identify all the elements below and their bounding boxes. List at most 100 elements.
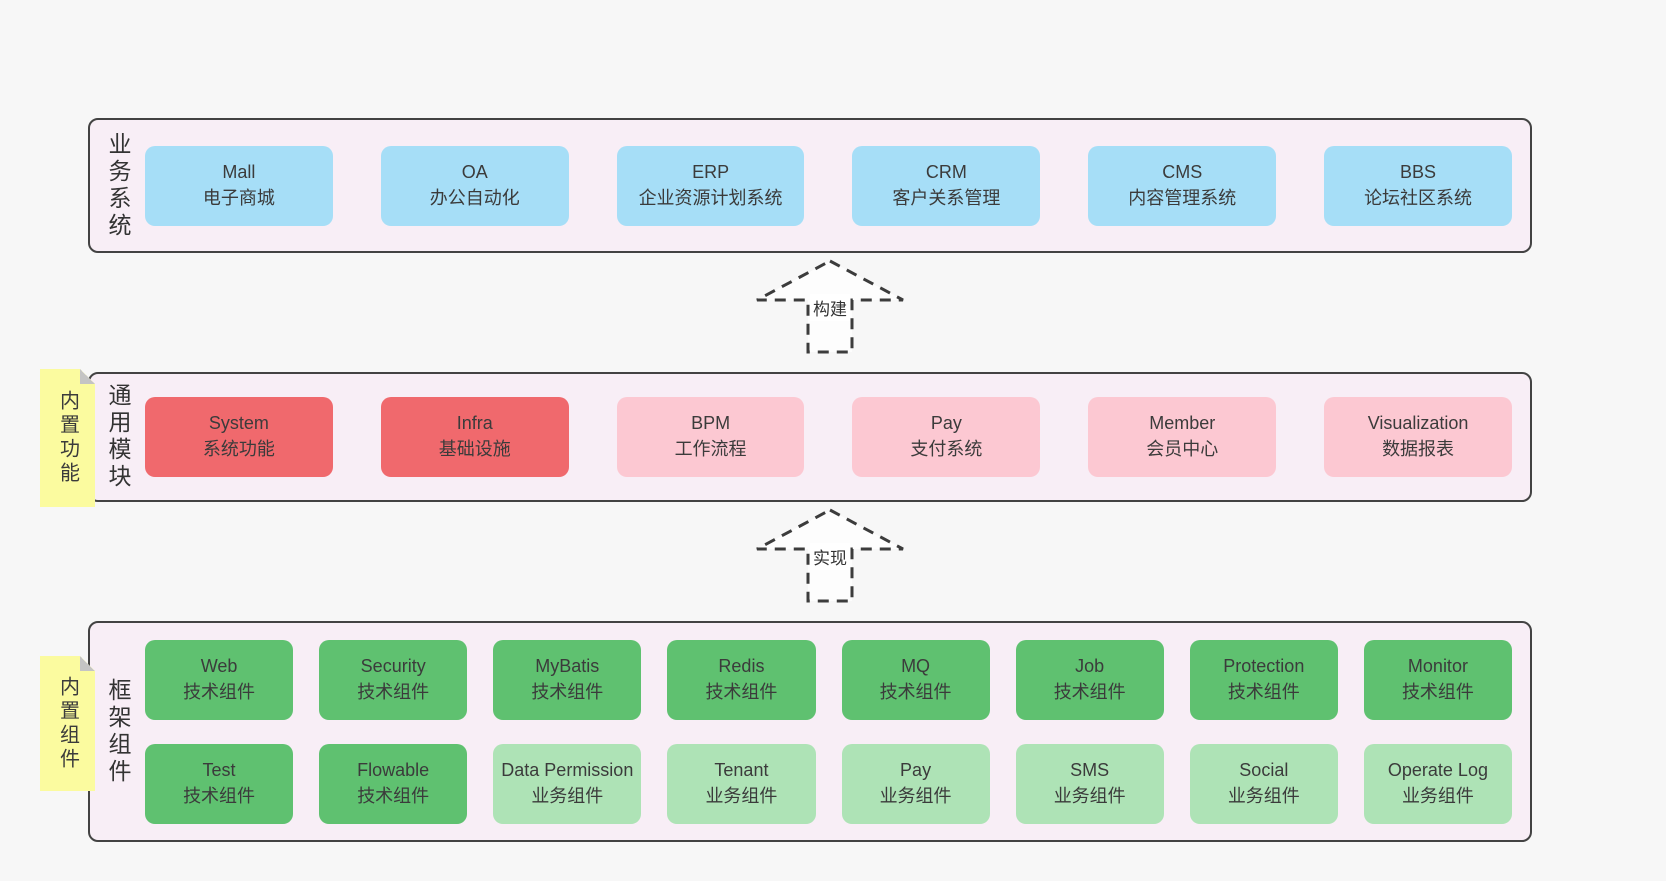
component-box-social: Social 业务组件 <box>1189 743 1338 824</box>
box-subtitle: 电子商城 <box>202 187 275 208</box>
box-title: Job <box>1075 655 1105 676</box>
box-title: Security <box>360 655 426 676</box>
box-subtitle: 内容管理系统 <box>1128 187 1237 208</box>
box-title: CRM <box>925 161 967 182</box>
box-subtitle: 数据报表 <box>1382 439 1455 459</box>
box-title: Tenant <box>714 759 769 780</box>
box-title: Web <box>200 655 238 676</box>
sticky-note-label: 内置功能 <box>56 390 79 486</box>
box-subtitle: 业务组件 <box>1227 785 1300 806</box>
box-subtitle: 技术组件 <box>357 681 430 702</box>
component-box-mq: MQ 技术组件 <box>841 639 990 720</box>
common-modules-boxes: System 系统功能 Infra 基础设施 BPM 工作流程 Pay 支付系统… <box>145 397 1530 477</box>
common-modules-label: 通用模块 <box>105 383 131 491</box>
component-box-data-permission: Data Permission 业务组件 <box>493 743 642 824</box>
box-subtitle: 技术组件 <box>1053 681 1126 702</box>
component-box-web: Web 技术组件 <box>145 639 294 720</box>
box-title: Monitor <box>1407 655 1468 676</box>
box-subtitle: 办公自动化 <box>429 187 520 208</box>
component-box-security: Security 技术组件 <box>319 639 468 720</box>
box-subtitle: 技术组件 <box>705 681 778 702</box>
box-title: Data Permission <box>501 759 634 780</box>
box-title: System <box>208 413 269 434</box>
box-title: Member <box>1149 413 1216 434</box>
box-title: Social <box>1239 759 1289 780</box>
box-title: Infra <box>456 413 493 434</box>
component-box-protection: Protection 技术组件 <box>1189 639 1338 720</box>
box-title: OA <box>461 161 488 182</box>
box-subtitle: 技术组件 <box>531 681 604 702</box>
module-box-erp: ERP 企业资源计划系统 <box>616 145 805 226</box>
build-arrow: 构建 <box>755 259 905 354</box>
box-subtitle: 系统功能 <box>202 439 275 459</box>
box-subtitle: 技术组件 <box>1227 681 1300 702</box>
component-box-pay: Pay 业务组件 <box>841 743 990 824</box>
module-box-visualization: Visualization 数据报表 <box>1324 397 1512 477</box>
box-subtitle: 技术组件 <box>879 681 952 702</box>
box-subtitle: 会员中心 <box>1146 439 1219 459</box>
box-title: Flowable <box>357 759 430 780</box>
box-subtitle: 业务组件 <box>705 785 778 806</box>
box-title: Mall <box>222 161 256 182</box>
framework-components-label: 框架组件 <box>105 677 131 786</box>
box-title: Visualization <box>1367 413 1469 434</box>
business-systems-label: 业务系统 <box>105 131 131 240</box>
module-box-system: System 系统功能 <box>145 397 333 477</box>
component-box-redis: Redis 技术组件 <box>667 639 816 720</box>
module-box-mall: Mall 电子商城 <box>145 145 333 226</box>
box-subtitle: 技术组件 <box>1401 681 1474 702</box>
box-title: CMS <box>1162 161 1203 182</box>
box-subtitle: 业务组件 <box>879 785 952 806</box>
build-arrow-label: 构建 <box>810 294 850 321</box>
module-box-pay: Pay 支付系统 <box>852 397 1041 477</box>
framework-components-boxes: Web 技术组件 Security 技术组件 MyBatis 技术组件 Redi… <box>145 639 1530 824</box>
box-title: BPM <box>691 413 731 434</box>
module-box-bbs: BBS 论坛社区系统 <box>1324 145 1512 226</box>
module-box-member: Member 会员中心 <box>1088 397 1277 477</box>
box-title: BBS <box>1400 161 1437 182</box>
component-box-flowable: Flowable 技术组件 <box>319 743 468 824</box>
box-title: Pay <box>930 413 962 434</box>
component-box-test: Test 技术组件 <box>145 743 294 824</box>
implement-arrow-label: 实现 <box>810 543 850 570</box>
box-subtitle: 论坛社区系统 <box>1364 187 1473 208</box>
component-box-operate-log: Operate Log 业务组件 <box>1363 743 1512 824</box>
component-box-mybatis: MyBatis 技术组件 <box>493 639 642 720</box>
box-subtitle: 支付系统 <box>910 439 983 459</box>
module-box-cms: CMS 内容管理系统 <box>1088 145 1277 226</box>
framework-components-layer: 内置组件 框架组件 Web 技术组件 Security 技术组件 MyBatis… <box>88 621 1532 842</box>
box-title: Protection <box>1223 655 1305 676</box>
box-title: Operate Log <box>1387 759 1488 780</box>
box-subtitle: 基础设施 <box>438 439 511 459</box>
component-box-tenant: Tenant 业务组件 <box>667 743 816 824</box>
component-box-job: Job 技术组件 <box>1015 639 1164 720</box>
module-box-oa: OA 办公自动化 <box>380 145 569 226</box>
common-modules-layer: 内置功能 通用模块 System 系统功能 Infra 基础设施 BPM 工作流… <box>88 372 1532 502</box>
box-title: ERP <box>692 161 730 182</box>
builtin-features-sticky-note: 内置功能 <box>40 369 95 507</box>
box-title: Pay <box>900 759 932 780</box>
business-systems-boxes: Mall 电子商城 OA 办公自动化 ERP 企业资源计划系统 CRM 客户关系… <box>145 145 1530 226</box>
sticky-note-label: 内置组件 <box>56 675 79 772</box>
box-subtitle: 客户关系管理 <box>892 187 1001 208</box>
box-title: SMS <box>1070 759 1110 780</box>
box-subtitle: 技术组件 <box>357 785 430 806</box>
module-box-bpm: BPM 工作流程 <box>616 397 805 477</box>
box-subtitle: 技术组件 <box>183 681 256 702</box>
component-box-monitor: Monitor 技术组件 <box>1363 639 1512 720</box>
module-box-infra: Infra 基础设施 <box>380 397 569 477</box>
implement-arrow: 实现 <box>755 508 905 603</box>
module-box-crm: CRM 客户关系管理 <box>852 145 1041 226</box>
box-title: MyBatis <box>535 655 600 676</box>
box-subtitle: 业务组件 <box>1053 785 1126 806</box>
box-subtitle: 业务组件 <box>531 785 604 806</box>
box-title: Redis <box>718 655 765 676</box>
box-subtitle: 业务组件 <box>1401 785 1474 806</box>
box-subtitle: 工作流程 <box>674 439 747 459</box>
box-subtitle: 技术组件 <box>183 785 256 806</box>
box-title: Test <box>202 759 236 780</box>
component-box-sms: SMS 业务组件 <box>1015 743 1164 824</box>
box-title: MQ <box>901 655 931 676</box>
box-subtitle: 企业资源计划系统 <box>638 187 783 208</box>
